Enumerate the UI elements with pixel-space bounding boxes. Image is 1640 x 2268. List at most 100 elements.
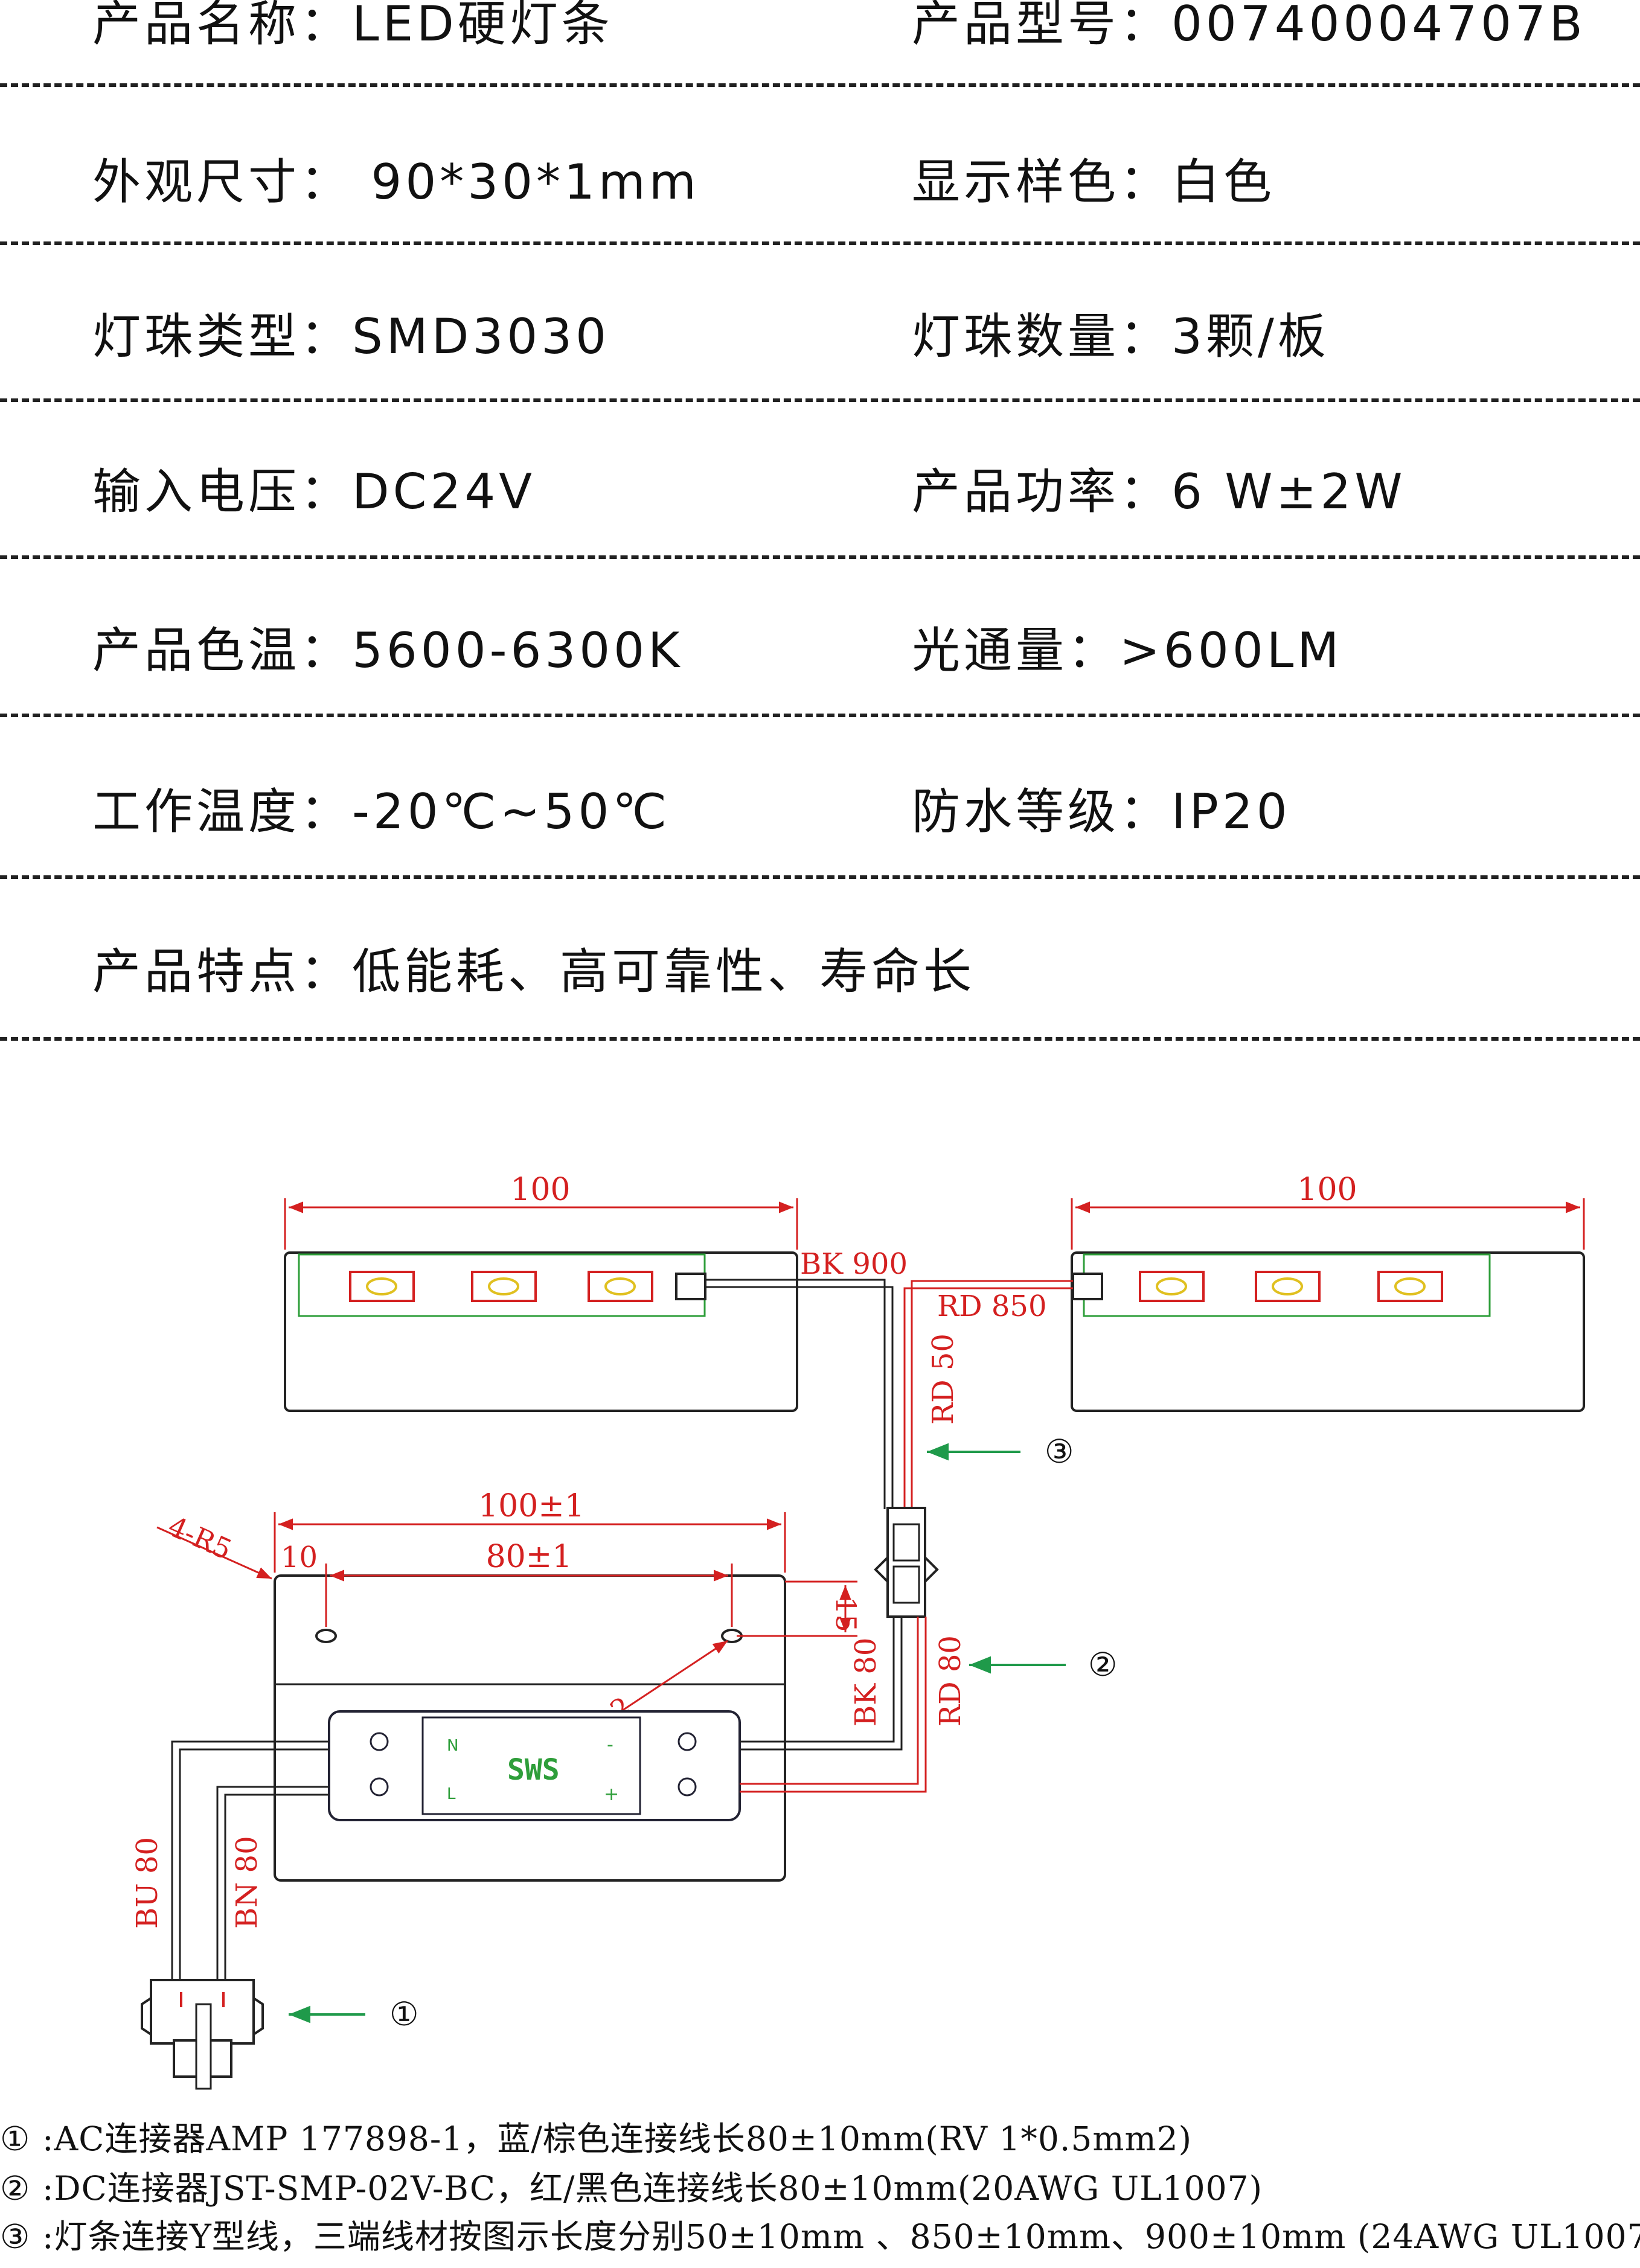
label-rd-80: RD 80 bbox=[934, 1635, 967, 1727]
ac-wires: BU 80 BN 80 bbox=[130, 1740, 329, 1983]
spec-label: 产品名称： bbox=[92, 0, 352, 52]
spec-value: 低能耗、高可靠性、寿命长 bbox=[352, 944, 975, 1000]
spec-cell-left: 灯珠类型：SMD3030 bbox=[92, 313, 610, 361]
spec-cell-right: 防水等级：IP20 bbox=[912, 788, 1291, 836]
spec-label: 输入电压： bbox=[92, 464, 352, 520]
spec-row: 产品色温：5600-6300K 光通量：>600LM bbox=[0, 627, 1640, 787]
dim-board-width: 100±1 bbox=[478, 1488, 585, 1524]
row-divider bbox=[0, 555, 1640, 559]
dim-strip-left: 100 bbox=[510, 1172, 570, 1208]
spec-value: 3颗/板 bbox=[1171, 308, 1330, 365]
row-divider bbox=[0, 714, 1640, 717]
callout-3: ③ bbox=[927, 1433, 1074, 1471]
spec-cell-left: 输入电压：DC24V bbox=[92, 468, 536, 516]
callout-1: ① bbox=[289, 1995, 418, 2033]
note-number: ① bbox=[0, 2119, 31, 2158]
note-text: :灯条连接Y型线，三端线材按图示长度分别50±10mm 、850±10mm、90… bbox=[42, 2217, 1640, 2256]
spec-value: SMD3030 bbox=[352, 308, 610, 365]
spec-cell-left: 产品特点：低能耗、高可靠性、寿命长 bbox=[92, 948, 975, 996]
row-divider bbox=[0, 398, 1640, 402]
spec-row: 灯珠类型：SMD3030 灯珠数量：3颗/板 bbox=[0, 313, 1640, 473]
spec-label: 灯珠数量： bbox=[912, 308, 1171, 365]
led-strip-right: 100 bbox=[1071, 1172, 1585, 1412]
label-bu-80: BU 80 bbox=[130, 1837, 164, 1929]
led-strip-left: 100 bbox=[284, 1172, 798, 1412]
led-chip bbox=[349, 1271, 415, 1302]
spec-cell-right: 产品型号：00740004707B bbox=[912, 0, 1586, 48]
spec-cell-right: 显示样色：白色 bbox=[912, 158, 1275, 206]
led-chip bbox=[1139, 1271, 1205, 1302]
led-chip bbox=[588, 1271, 653, 1302]
spec-row: 产品名称：LED硬灯条 产品型号：00740004707B bbox=[0, 0, 1640, 160]
spec-label: 外观尺寸： bbox=[92, 154, 352, 210]
row-divider bbox=[0, 875, 1640, 879]
note-number: ② bbox=[0, 2169, 31, 2208]
spec-label: 光通量： bbox=[912, 622, 1119, 679]
callout-2: ② bbox=[969, 1646, 1117, 1684]
spec-label: 产品型号： bbox=[912, 0, 1171, 52]
strip-connector-right bbox=[1072, 1273, 1103, 1300]
svg-text:+: + bbox=[604, 1784, 619, 1805]
technical-drawing: 100 100 BK 900 RD 850 RD 50 bbox=[130, 1172, 1585, 2090]
row-divider bbox=[0, 83, 1640, 87]
note-number: ③ bbox=[0, 2217, 31, 2256]
note-line: ① :AC连接器AMP 177898-1，蓝/棕色连接线长80±10mm(RV 1… bbox=[0, 2112, 1192, 2160]
svg-text:-: - bbox=[607, 1734, 613, 1755]
svg-text:L: L bbox=[447, 1785, 456, 1803]
row-divider bbox=[0, 241, 1640, 245]
spec-label: 产品色温： bbox=[92, 622, 352, 679]
dim-hole-offset: 15 bbox=[830, 1597, 862, 1632]
led-chip bbox=[1377, 1271, 1443, 1302]
spec-label: 产品功率： bbox=[912, 464, 1171, 520]
spec-label: 产品特点： bbox=[92, 944, 352, 1000]
spec-value: 90*30*1mm bbox=[352, 154, 700, 210]
note-text: :DC连接器JST-SMP-02V-BC，红/黑色连接线长80±10mm(20A… bbox=[42, 2169, 1263, 2208]
strip-connector-left bbox=[675, 1273, 706, 1300]
spec-cell-left: 工作温度：-20℃~50℃ bbox=[92, 788, 670, 836]
svg-text:①: ① bbox=[389, 1995, 418, 2033]
spec-value: 00740004707B bbox=[1171, 0, 1586, 52]
svg-text:N: N bbox=[447, 1737, 458, 1755]
spec-value: LED硬灯条 bbox=[352, 0, 613, 52]
label-bk-900: BK 900 bbox=[800, 1247, 908, 1281]
driver-label: SWS bbox=[507, 1753, 560, 1787]
spec-label: 工作温度： bbox=[92, 784, 352, 840]
label-rd-50: RD 50 bbox=[926, 1334, 960, 1425]
spec-value: IP20 bbox=[1171, 784, 1291, 840]
spec-cell-right: 灯珠数量：3颗/板 bbox=[912, 313, 1330, 361]
spec-label: 防水等级： bbox=[912, 784, 1171, 840]
label-bn-80: BN 80 bbox=[230, 1836, 264, 1929]
spec-value: 6 W±2W bbox=[1171, 464, 1406, 520]
spec-value: 5600-6300K bbox=[352, 622, 684, 679]
spec-row: 外观尺寸： 90*30*1mm 显示样色：白色 bbox=[0, 158, 1640, 318]
note-text: :AC连接器AMP 177898-1，蓝/棕色连接线长80±10mm(RV 1*… bbox=[42, 2119, 1193, 2158]
y-wire: BK 900 RD 850 RD 50 bbox=[705, 1247, 1073, 1509]
mount-hole bbox=[315, 1629, 337, 1643]
spec-cell-right: 光通量：>600LM bbox=[912, 627, 1342, 675]
driver-board: 100±1 80±1 10 4-R5 15 2-4.2 bbox=[156, 1488, 862, 1882]
spec-value: 白色 bbox=[1171, 154, 1275, 210]
dim-strip-right: 100 bbox=[1297, 1172, 1357, 1208]
spec-row: 工作温度：-20℃~50℃ 防水等级：IP20 bbox=[0, 788, 1640, 948]
spec-label: 灯珠类型： bbox=[92, 308, 352, 365]
spec-value: DC24V bbox=[352, 464, 536, 520]
row-divider bbox=[0, 1037, 1640, 1041]
led-chip bbox=[471, 1271, 537, 1302]
note-line: ② :DC连接器JST-SMP-02V-BC，红/黑色连接线长80±10mm(20… bbox=[0, 2161, 1263, 2209]
spec-value: >600LM bbox=[1119, 622, 1343, 679]
dim-edge-offset: 10 bbox=[281, 1541, 318, 1574]
spec-cell-left: 外观尺寸： 90*30*1mm bbox=[92, 158, 700, 206]
svg-text:②: ② bbox=[1088, 1646, 1117, 1684]
label-corner-radius: 4-R5 bbox=[164, 1510, 237, 1567]
y-connector bbox=[874, 1507, 939, 1618]
dim-hole-pitch: 80±1 bbox=[486, 1539, 572, 1575]
spec-cell-left: 产品色温：5600-6300K bbox=[92, 627, 684, 675]
note-line: ③ :灯条连接Y型线，三端线材按图示长度分别50±10mm 、850±10mm、9… bbox=[0, 2209, 1640, 2258]
svg-text:③: ③ bbox=[1045, 1433, 1074, 1471]
label-rd-850: RD 850 bbox=[937, 1289, 1047, 1323]
spec-label: 显示样色： bbox=[912, 154, 1171, 210]
label-bk-80: BK 80 bbox=[849, 1638, 883, 1727]
spec-cell-right: 产品功率：6 W±2W bbox=[912, 468, 1406, 516]
spec-cell-left: 产品名称：LED硬灯条 bbox=[92, 0, 613, 48]
